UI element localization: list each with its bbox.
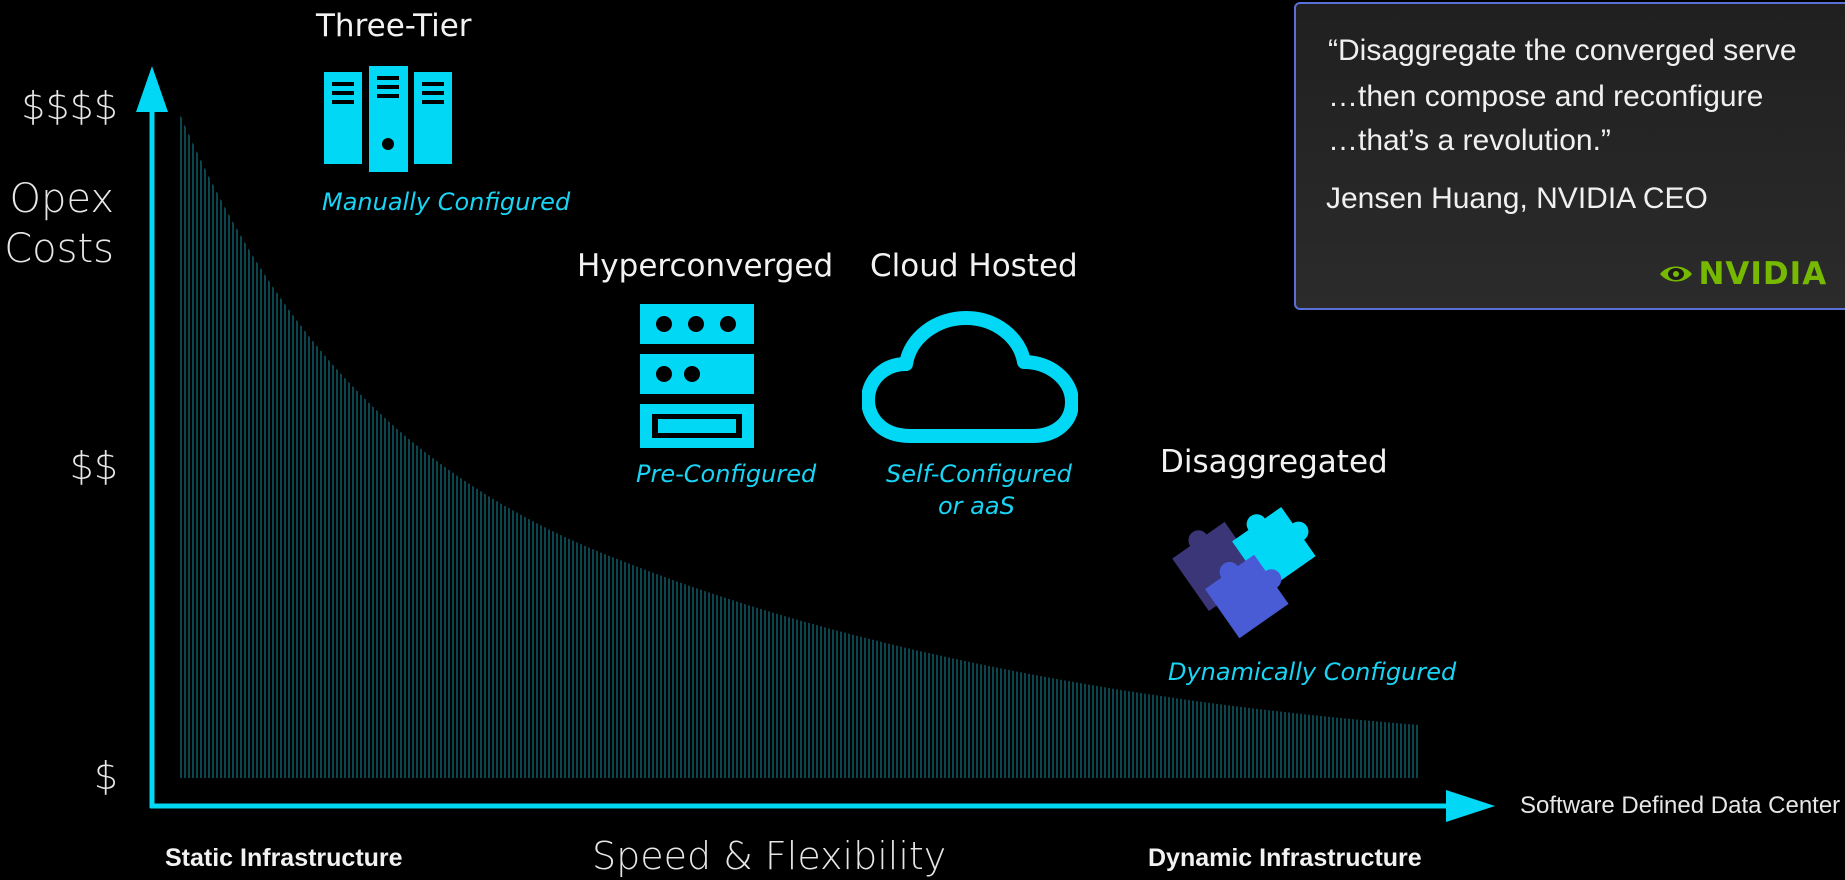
- stage-title-cloud-hosted: Cloud Hosted: [870, 248, 1078, 284]
- stage-caption-dynamically-configured: Dynamically Configured: [1168, 658, 1457, 686]
- x-axis-arrow: [1446, 790, 1495, 822]
- puzzle-pieces-icon: [1172, 507, 1316, 639]
- quote-line-1: “Disaggregate the converged serve: [1328, 34, 1797, 67]
- server-rack-icon: [324, 66, 452, 172]
- stage-title-disaggregated: Disaggregated: [1160, 444, 1388, 480]
- y-axis-arrow: [136, 66, 168, 112]
- y-label-mid: $$: [69, 444, 118, 488]
- cost-curve: [178, 110, 1420, 778]
- stage-caption-manually-configured: Manually Configured: [322, 188, 571, 216]
- quote-line-2: …then compose and reconfigure: [1328, 80, 1764, 113]
- stage-title-hyperconverged: Hyperconverged: [577, 248, 834, 284]
- stage-caption-or-aas: or aaS: [938, 492, 1015, 520]
- stage-caption-pre-configured: Pre-Configured: [636, 460, 817, 488]
- x-axis-end-label: Software Defined Data Center: [1520, 792, 1841, 819]
- stage-title-three-tier: Three-Tier: [316, 8, 472, 44]
- x-label-right: Dynamic Infrastructure: [1148, 844, 1422, 872]
- x-label-left: Static Infrastructure: [165, 844, 403, 872]
- nvidia-logo-text: NVIDIA: [1698, 256, 1828, 292]
- x-axis-title: Speed & Flexibility: [592, 834, 947, 878]
- hyperconverged-server-icon: [640, 304, 754, 448]
- nvidia-eye-icon: [1660, 266, 1692, 282]
- quote-line-3: …that’s a revolution.”: [1328, 124, 1611, 157]
- quote-box: “Disaggregate the converged serve …then …: [1294, 2, 1845, 310]
- stage-caption-self-configured: Self-Configured: [886, 460, 1072, 488]
- nvidia-logo: NVIDIA: [1658, 256, 1827, 292]
- quote-author: Jensen Huang, NVIDIA CEO: [1326, 182, 1708, 215]
- y-axis-title-line1: Opex: [9, 176, 114, 222]
- y-label-high: $$$$: [21, 84, 118, 128]
- y-axis-title-line2: Costs: [4, 226, 114, 272]
- cloud-icon: [862, 311, 1078, 443]
- y-label-low: $: [93, 754, 118, 798]
